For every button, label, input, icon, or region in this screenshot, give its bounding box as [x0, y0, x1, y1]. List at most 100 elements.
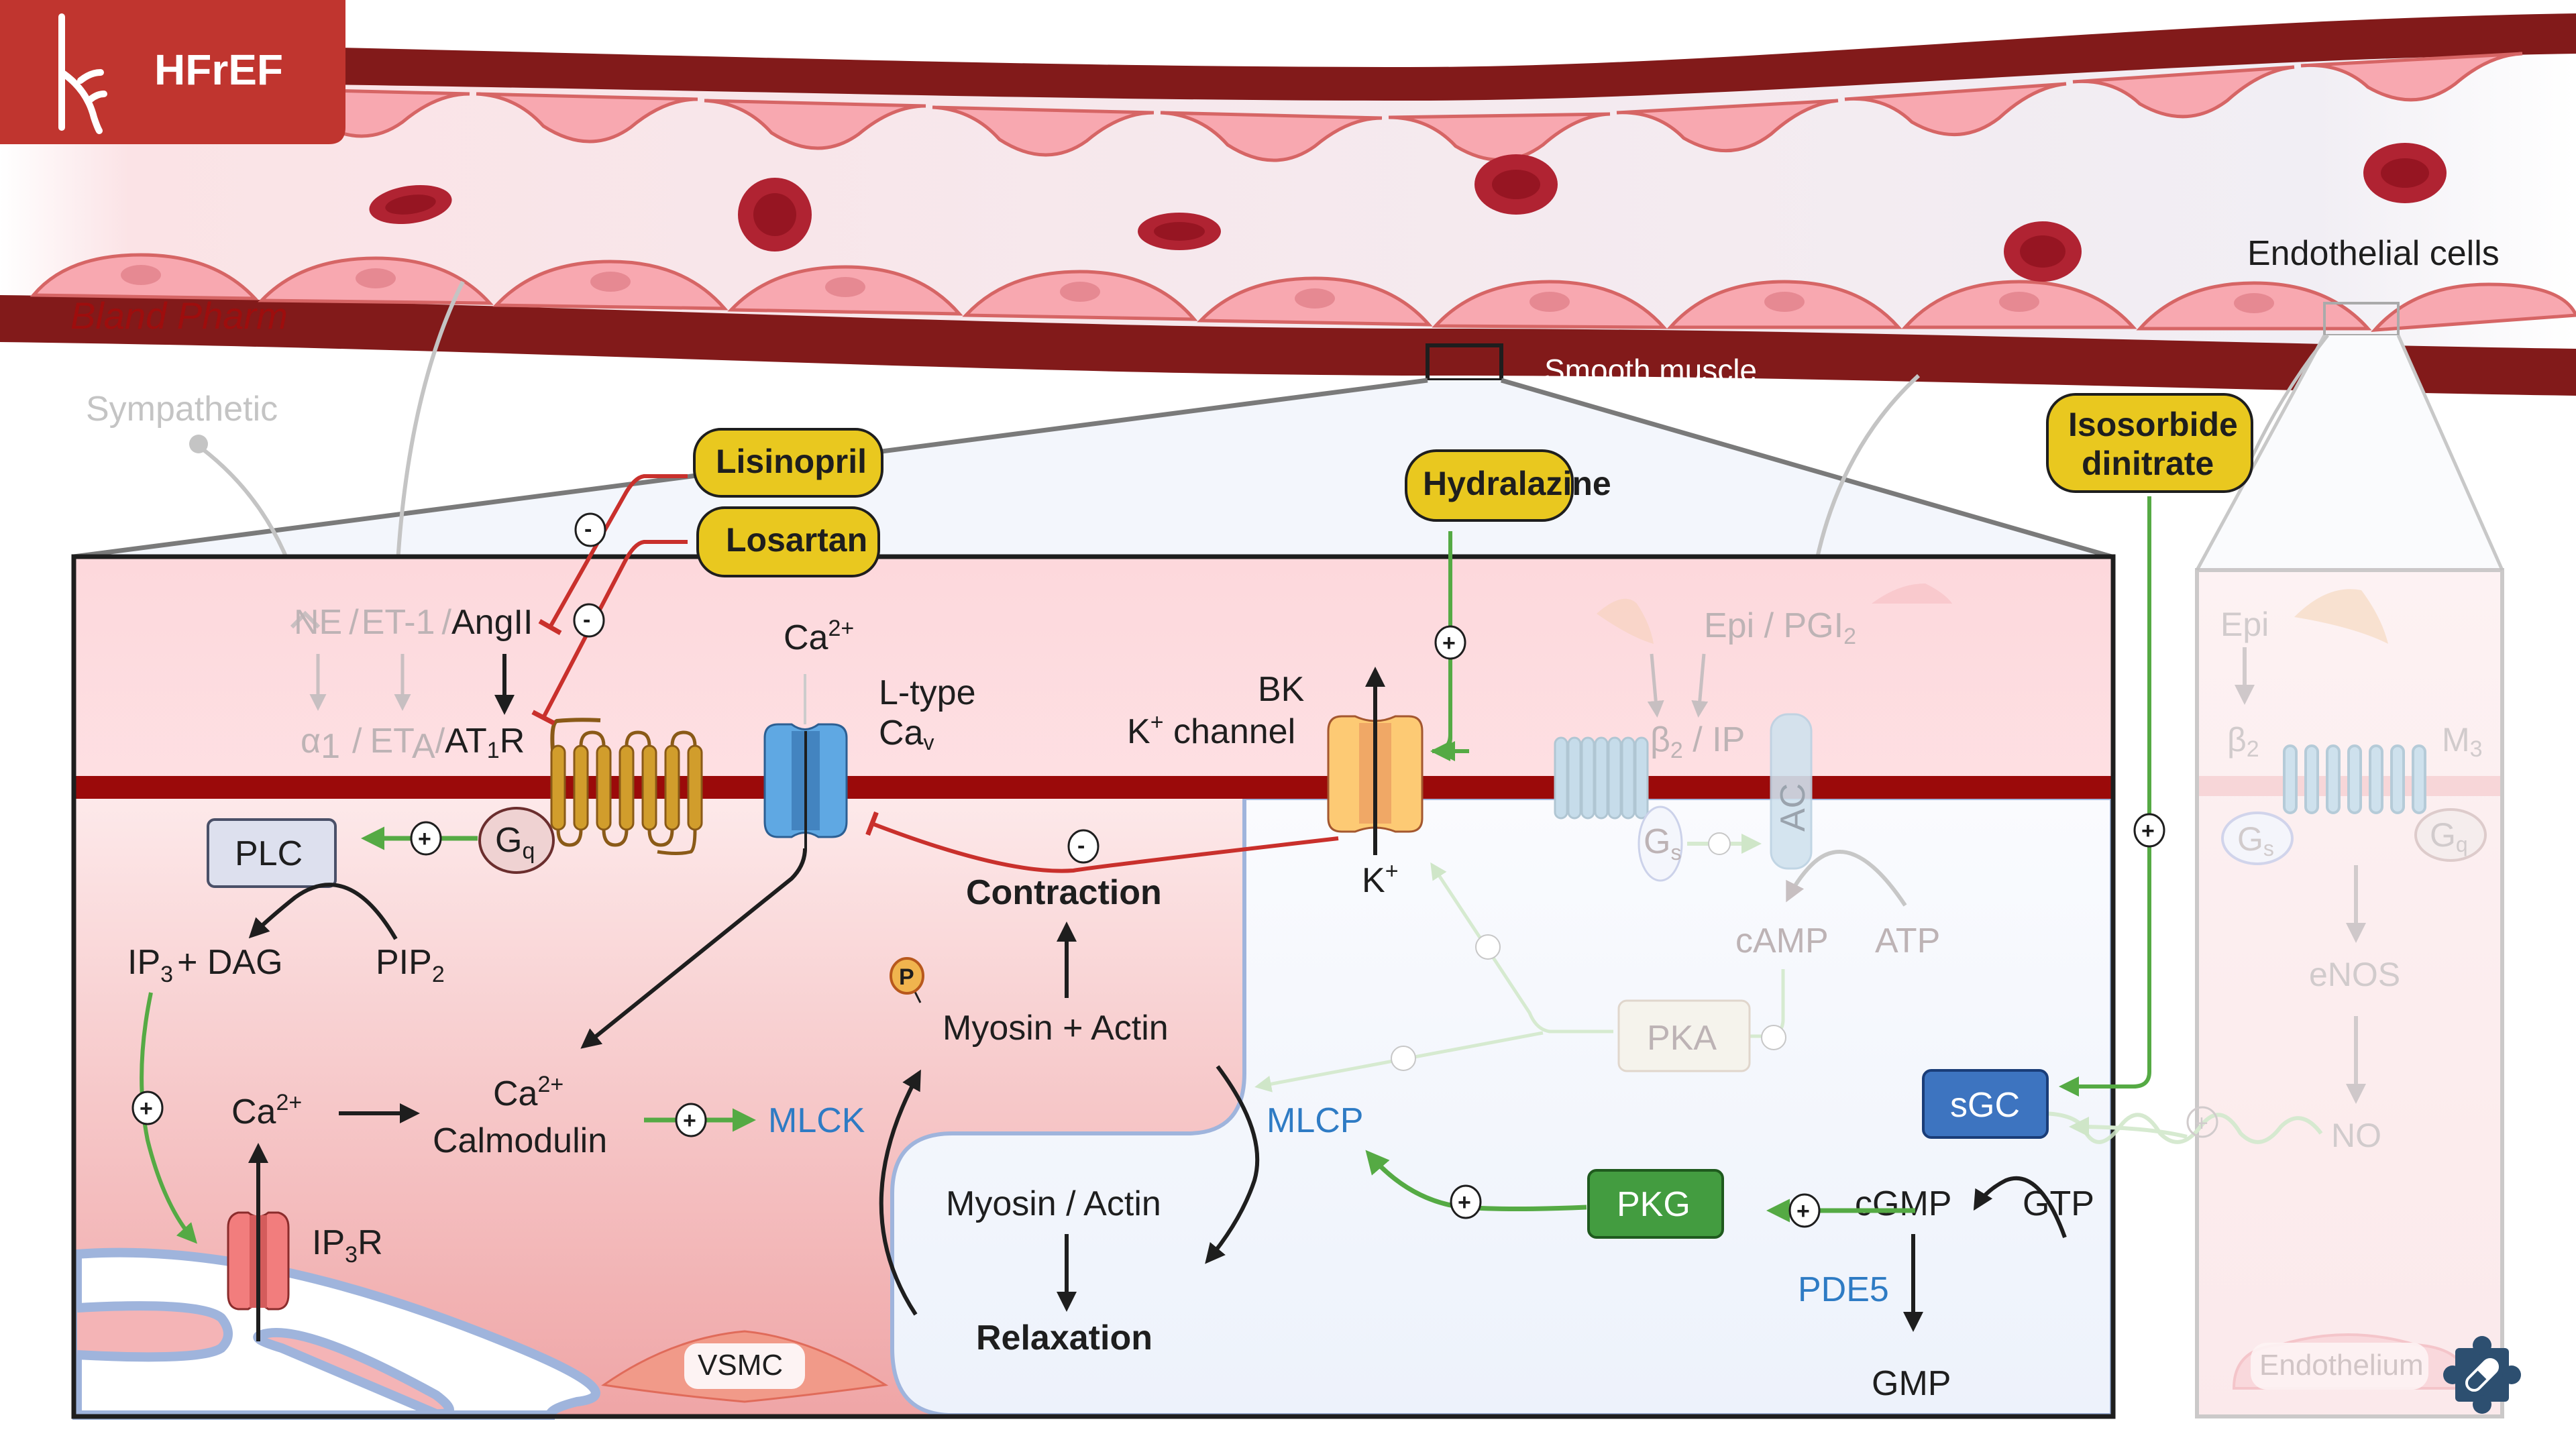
svg-text:-: -: [1077, 833, 1085, 858]
endoplasmic-reticulum: [72, 1247, 600, 1420]
svg-text:-: -: [584, 516, 592, 542]
activation-node: +: [2133, 813, 2165, 848]
svg-text:cAMP: cAMP: [1735, 922, 1829, 960]
endo-gq: Gq: [2430, 816, 2468, 856]
page-title: HFrEF: [154, 46, 283, 94]
pde5-label: PDE5: [1798, 1270, 1889, 1309]
at1r-label: AT: [445, 722, 487, 761]
bk-k-channel: BK K+ channel K+: [1127, 667, 1424, 900]
sympathetic-nerve: Sympathetic: [86, 280, 2329, 618]
svg-text:Isosorbide: Isosorbide: [2068, 406, 2238, 443]
activation-node: +: [131, 1091, 164, 1125]
svg-text:β2 / IP: β2 / IP: [1650, 720, 1745, 763]
svg-text:ATP: ATP: [1875, 922, 1940, 960]
plc-enzyme: PLC: [207, 818, 337, 888]
svg-text:Ca2+: Ca2+: [784, 616, 854, 657]
activation-node: +: [1450, 1184, 1482, 1219]
endothelium-cell-label: Endothelium: [2259, 1349, 2424, 1382]
gmp-label: GMP: [1872, 1364, 1951, 1403]
endo-enos: eNOS: [2309, 956, 2400, 993]
svg-text:+: +: [2141, 818, 2155, 844]
puzzle-pill-icon[interactable]: [2443, 1336, 2521, 1414]
losartan-drug[interactable]: Losartan: [696, 506, 880, 577]
svg-text:Losartan: Losartan: [726, 521, 867, 559]
ltype-ca-channel: Ca2+ L-type Cav: [763, 616, 976, 848]
svg-text:P: P: [899, 964, 914, 990]
ca-intracellular: Ca2+: [231, 1090, 302, 1131]
svg-text:+: +: [1796, 1198, 1810, 1224]
phosphate-group: P: [890, 957, 924, 1003]
svg-text:Cav: Cav: [879, 714, 934, 755]
inhibition-node: -: [1067, 829, 1099, 864]
ca-calmodulin: Ca2+: [493, 1072, 564, 1113]
svg-text:Hydralazine: Hydralazine: [1423, 465, 1611, 502]
svg-text:PKA: PKA: [1647, 1019, 1717, 1058]
ip3r-channel: IP3R: [227, 1143, 383, 1341]
gq-protein: Gq: [478, 807, 555, 874]
smooth-muscle-label: Smooth muscle: [1544, 353, 1757, 388]
endo-gpcr: [2283, 744, 2426, 814]
red-blood-cells: [369, 143, 2447, 282]
inhibition-node: -: [573, 603, 605, 638]
activation-node: +: [1788, 1193, 1821, 1228]
activation-node: +: [1434, 625, 1466, 660]
endo-no: NO: [2331, 1117, 2381, 1154]
endo-beta2: β2: [2227, 721, 2259, 762]
svg-text:L-type: L-type: [879, 673, 976, 712]
blood-vessel: Bland Pharm Endothelial cells Smooth mus…: [0, 13, 2576, 396]
svg-text:Epi / PGI2: Epi / PGI2: [1704, 606, 1856, 649]
isosorbide-dinitrate-drug[interactable]: Isosorbide dinitrate: [2046, 393, 2253, 493]
svg-text:+: +: [140, 1096, 153, 1121]
svg-text:+: +: [2195, 1111, 2208, 1136]
cgmp-label: cGMP: [1855, 1184, 1951, 1223]
svg-text:+: +: [683, 1108, 696, 1133]
sympathetic-label: Sympathetic: [86, 390, 278, 429]
endo-epi: Epi: [2220, 606, 2269, 643]
svg-text:Gq: Gq: [495, 821, 535, 864]
header-badge: HFrEF: [0, 0, 345, 144]
camp-pathway-faded: Epi / PGI2 β2 / IP Gs AC cAMP ATP PKA: [1254, 583, 1952, 1093]
ang2-label: AngII: [451, 603, 533, 642]
gtp-label: GTP: [2023, 1184, 2094, 1223]
mlcp-label: MLCP: [1267, 1101, 1363, 1140]
myosin-actin: Myosin / Actin: [946, 1184, 1161, 1223]
sgc-enzyme: sGC: [1922, 1069, 2049, 1139]
svg-text:Calmodulin: Calmodulin: [433, 1121, 607, 1160]
svg-text:VSMC: VSMC: [698, 1349, 783, 1382]
svg-text:PKG: PKG: [1617, 1185, 1690, 1224]
svg-text:BK: BK: [1258, 670, 1305, 709]
mlck-label: MLCK: [768, 1101, 865, 1140]
activation-node: +: [675, 1103, 707, 1137]
svg-text:-: -: [583, 607, 590, 632]
inhibition-node: -: [574, 512, 606, 547]
svg-text:K+ channel: K+ channel: [1127, 710, 1295, 751]
contraction-label: Contraction: [966, 873, 1162, 912]
endo-m3: M3: [2442, 721, 2483, 762]
svg-text:IP3R: IP3R: [312, 1223, 383, 1268]
myosin-actin-phospho: Myosin + Actin: [943, 1009, 1169, 1048]
svg-text:sGC: sGC: [1950, 1086, 2020, 1125]
watermark: Bland Pharm: [70, 294, 288, 337]
svg-text:dinitrate: dinitrate: [2082, 445, 2214, 482]
pkg-enzyme: PKG: [1587, 1169, 1724, 1239]
endothelial-cells-label: Endothelial cells: [2247, 234, 2500, 273]
relaxation-label: Relaxation: [976, 1319, 1152, 1357]
svg-text:K+: K+: [1362, 858, 1399, 900]
svg-text:+: +: [418, 826, 431, 852]
hydralazine-drug[interactable]: Hydralazine: [1405, 449, 1611, 522]
endothelium-panel: Epi β2 M3 Gs Gq eNOS NO + Endothelium: [2039, 568, 2504, 1418]
activation-node: +: [410, 821, 442, 856]
svg-text:NE/ET-1/AngII: NE/ET-1/AngII: [294, 603, 533, 642]
ligands: NE/ET-1/AngII α1/ETA/AT1R: [290, 603, 533, 766]
svg-text:PLC: PLC: [235, 834, 303, 873]
svg-text:+: +: [1458, 1190, 1471, 1215]
lisinopril-drug[interactable]: Lisinopril: [693, 428, 883, 498]
endo-gs: Gs: [2237, 820, 2274, 860]
svg-text:Gs: Gs: [1644, 822, 1681, 865]
vsmc-cell-label: VSMC: [601, 1330, 889, 1403]
svg-text:α1/ETA/AT1R: α1/ETA/AT1R: [301, 722, 525, 766]
svg-text:AC: AC: [1774, 783, 1813, 832]
ip3-dag-label: IP3+ DAG: [127, 943, 283, 987]
blood-vessel-icon: [58, 13, 107, 134]
